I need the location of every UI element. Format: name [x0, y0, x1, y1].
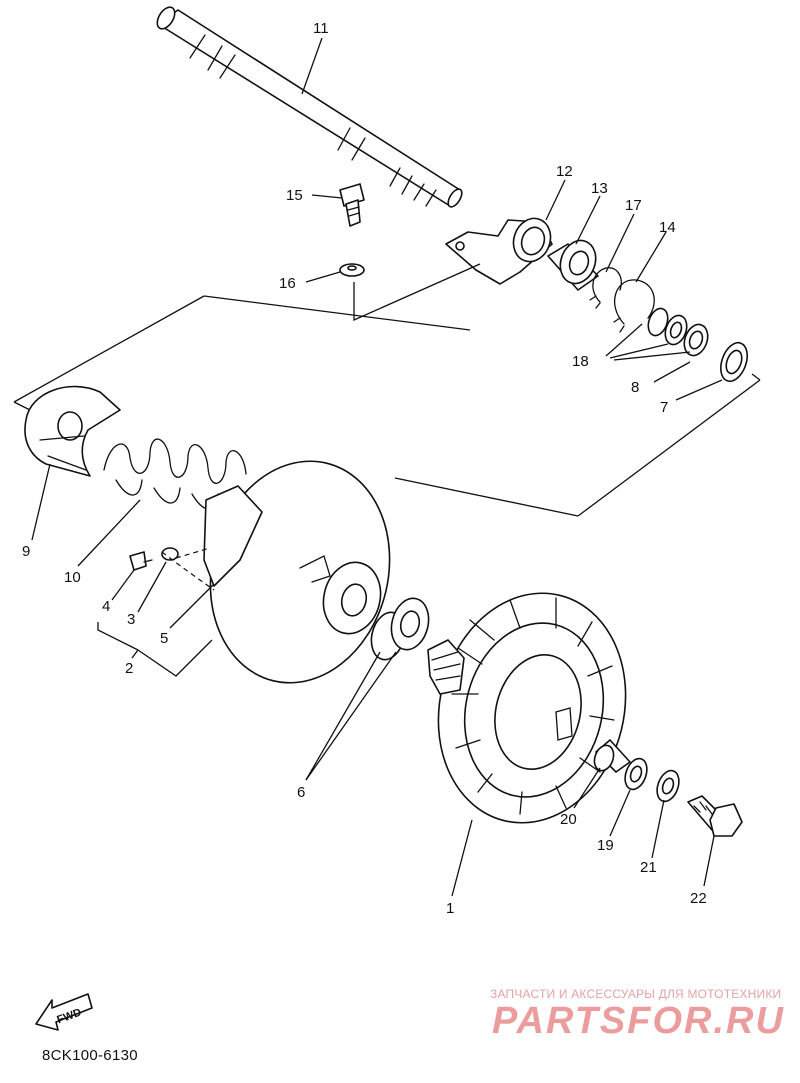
- part-bolt-22: [687, 795, 743, 837]
- callout-7: 7: [660, 399, 668, 416]
- part-cam-9: [24, 385, 121, 477]
- callout-12: 12: [556, 163, 573, 180]
- callout-19: 19: [597, 837, 614, 854]
- assembly-outline: [13, 295, 761, 517]
- callout-22: 22: [690, 890, 707, 907]
- part-screw-4: [129, 551, 153, 571]
- part-washer-19: [624, 757, 648, 791]
- callout-21: 21: [640, 859, 657, 876]
- callout-15: 15: [286, 187, 303, 204]
- callout-16: 16: [279, 275, 296, 292]
- part-spacers-18: [647, 307, 709, 357]
- callout-17: 17: [625, 197, 642, 214]
- callout-10: 10: [64, 569, 81, 586]
- callout-14: 14: [659, 219, 676, 236]
- callout-5: 5: [160, 630, 168, 647]
- callout-11: 11: [313, 20, 329, 37]
- part-washer-21: [656, 769, 680, 803]
- part-collar-3: [161, 547, 179, 561]
- callout-9: 9: [22, 543, 30, 560]
- part-washer-16: [339, 263, 365, 277]
- callout-4: 4: [102, 598, 110, 615]
- watermark-tagline: ЗАПЧАСТИ И АКСЕССУАРЫ ДЛЯ МОТОТЕХНИКИ: [490, 987, 782, 1001]
- leader-lines: [31, 37, 723, 897]
- diagram-code: 8CK100-6130: [42, 1047, 138, 1064]
- part-washer-7: [720, 341, 748, 383]
- callout-2: 2: [125, 660, 133, 677]
- watermark-logo: PARTSFOR.RU: [492, 1000, 785, 1042]
- fwd-arrow: FWD: [35, 993, 93, 1031]
- callout-1: 1: [446, 900, 454, 917]
- callout-18: 18: [572, 353, 589, 370]
- part-snap-ring-14: [613, 279, 655, 333]
- callout-20: 20: [560, 811, 577, 828]
- callout-8: 8: [631, 379, 639, 396]
- callout-13: 13: [591, 180, 608, 197]
- part-bearing: [547, 239, 599, 291]
- part-circlip-17: [589, 267, 622, 309]
- part-sheave-5: [203, 460, 391, 684]
- part-collar-20: [593, 739, 631, 773]
- part-shaft: [156, 6, 463, 208]
- part-bearing-housing: [445, 217, 553, 285]
- dashed-alignment: [161, 547, 215, 591]
- callout-3: 3: [127, 611, 135, 628]
- part-fixed-sheave-1: [427, 592, 627, 824]
- callout-6: 6: [297, 784, 305, 801]
- callouts: 1 2 3 4 5 6 7 8 9 10 11 12 13 14 15 16 1…: [22, 20, 707, 917]
- part-bolt-15: [339, 183, 365, 227]
- part-bushing-6: [370, 597, 430, 661]
